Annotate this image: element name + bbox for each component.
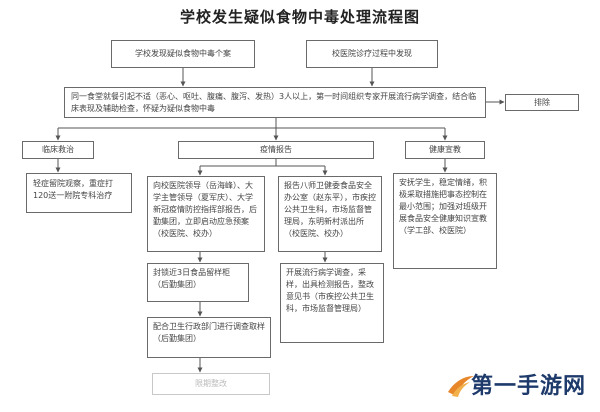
node-report-authorities: 报告八师卫健委食品安全办公室（赵东平），市疾控公共卫生科，市场监督管理局，东明新…: [278, 176, 382, 252]
node-health-education: 健康宣教: [405, 141, 485, 159]
node-seal-samples: 封锁近3日食品留样柜（后勤集团）: [147, 263, 249, 302]
node-assist-sampling: 配合卫生行政部门进行调查取样（后勤集团）: [147, 317, 271, 358]
node-education-detail: 安抚学生，稳定情绪，积极采取措施把事态控制在最小范围；加强对班级开展食品安全健康…: [393, 173, 497, 269]
node-treatment-detail: 轻症留院观察，重症打120送一附院专科治疗: [26, 173, 132, 213]
watermark-logo: 第一手游网: [444, 372, 594, 408]
node-clinic-discovery: 校医院诊疗过程中发现: [306, 40, 438, 68]
node-epidemic-report: 疫情报告: [178, 141, 374, 159]
node-report-leaders: 向校医院领导（岳海峰）、大学主管领导（夏军庆）、大学新冠疫情防控指挥部报告，后勤…: [147, 176, 265, 252]
node-rectify-deadline: 限期整改: [152, 373, 270, 395]
node-trigger-condition: 同一食堂就餐引起不适（恶心、呕吐、腹痛、腹泻、发热）3人以上，第一时间组织专家开…: [64, 87, 486, 118]
page-title: 学校发生疑似食物中毒处理流程图: [179, 8, 420, 26]
node-school-discovery: 学校发现疑似食物中毒个案: [111, 40, 255, 68]
node-clinical-treatment: 临床救治: [22, 141, 94, 159]
swoosh-icon: [448, 376, 474, 397]
watermark-text: 第一手游网: [470, 374, 586, 399]
node-exclude: 排除: [505, 94, 579, 111]
node-investigation: 开展流行病学调查，采样，出具检测报告，整改意见书（市疾控公共卫生科，市场监督管理…: [280, 263, 384, 343]
